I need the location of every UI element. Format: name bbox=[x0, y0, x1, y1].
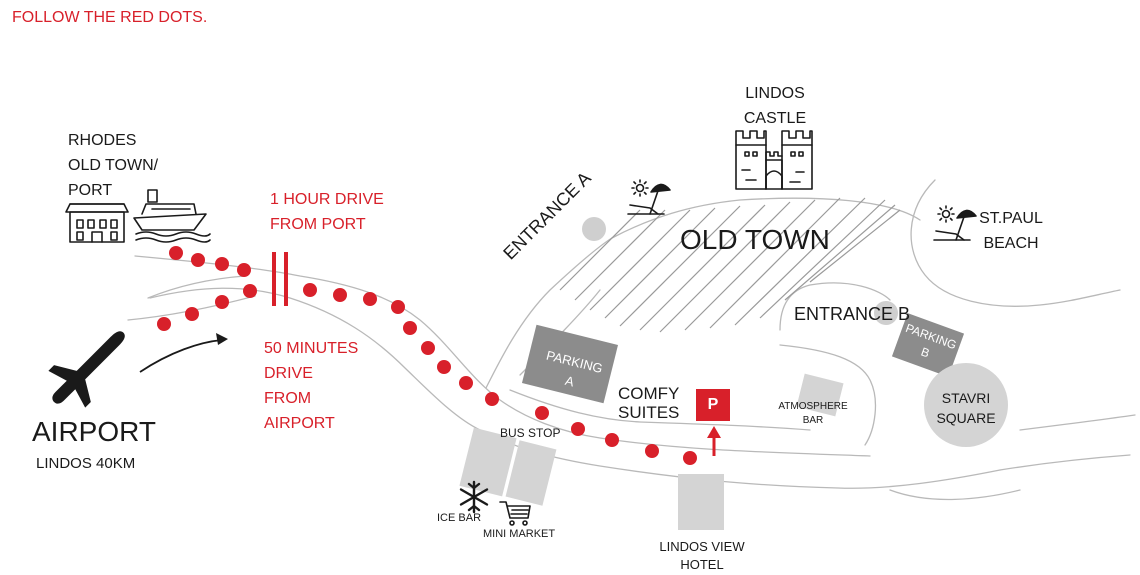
route-dot bbox=[459, 376, 473, 390]
road-east-2 bbox=[999, 454, 1131, 471]
airport-distance-label: LINDOS 40KM bbox=[36, 455, 136, 472]
lindos-view-block bbox=[678, 474, 724, 530]
route-dot bbox=[215, 257, 229, 271]
road-airport-upper bbox=[147, 275, 246, 299]
entrance-b-label[interactable]: ENTRANCE B bbox=[794, 304, 911, 324]
road-atmosphere bbox=[779, 344, 877, 446]
route-dot bbox=[185, 307, 199, 321]
castle-label: LINDOS CASTLE bbox=[743, 85, 807, 127]
entrance-a-marker[interactable] bbox=[582, 217, 606, 241]
old-town-label: OLD TOWN bbox=[680, 224, 830, 255]
parking-sign-bg[interactable] bbox=[696, 389, 730, 421]
rhodes-label: RHODES OLD TOWN/ PORT bbox=[68, 132, 159, 199]
route-dot bbox=[243, 284, 257, 298]
route-dot bbox=[421, 341, 435, 355]
route-dot bbox=[437, 360, 451, 374]
old-town-hatching bbox=[559, 197, 901, 333]
gray-blocks bbox=[459, 217, 1008, 530]
atmosphere-block bbox=[796, 373, 844, 417]
roads bbox=[127, 179, 1136, 501]
hotel-arrow-head bbox=[707, 426, 721, 438]
mini-market-label: MINI MARKET bbox=[483, 528, 556, 540]
ice-bar-label: ICE BAR bbox=[437, 512, 482, 524]
icons bbox=[65, 130, 977, 526]
comfy-suites-label: COMFY SUITES bbox=[618, 384, 680, 422]
entrance-b-marker[interactable] bbox=[874, 301, 898, 325]
cart-icon bbox=[499, 501, 531, 526]
route-dot bbox=[169, 246, 183, 260]
route-dot bbox=[215, 295, 229, 309]
route-dot bbox=[363, 292, 377, 306]
airport-arrow-head bbox=[216, 333, 228, 345]
parking-sign-label[interactable]: P bbox=[707, 396, 719, 413]
st-paul-beach-label: ST.PAUL BEACH bbox=[979, 210, 1043, 252]
beach-umbrella-icon-2 bbox=[933, 205, 977, 241]
road-st-paul bbox=[910, 179, 1121, 307]
route-markings bbox=[139, 252, 721, 456]
road-castle-loop bbox=[611, 197, 921, 239]
airport-label: AIRPORT bbox=[32, 416, 156, 447]
route-dot bbox=[645, 444, 659, 458]
bus-stop-label: BUS STOP bbox=[500, 426, 561, 440]
road-lindos-inner bbox=[509, 389, 811, 431]
route-dot bbox=[191, 253, 205, 267]
route-dot bbox=[535, 406, 549, 420]
ship-icon bbox=[133, 189, 211, 243]
parking-a-block[interactable] bbox=[521, 324, 619, 404]
route-dot bbox=[485, 392, 499, 406]
route-dot bbox=[683, 451, 697, 465]
building-icon bbox=[65, 203, 129, 243]
route-dot bbox=[571, 422, 585, 436]
route-dot bbox=[237, 263, 251, 277]
castle-icon bbox=[735, 130, 813, 190]
route-dots bbox=[157, 246, 697, 465]
road-port-upper bbox=[134, 255, 871, 457]
parking-b-block[interactable] bbox=[891, 313, 965, 377]
stavri-square-label[interactable]: STAVRI SQUARE bbox=[936, 390, 996, 426]
snowflake-icon bbox=[459, 480, 489, 514]
road-east-1 bbox=[1019, 414, 1136, 431]
lindos-view-hotel-label: LINDOS VIEW HOTEL bbox=[659, 539, 745, 572]
drive-from-airport-text: 50 MINUTES DRIVE FROM AIRPORT bbox=[264, 340, 359, 432]
beach-umbrella-icon bbox=[627, 179, 671, 215]
bus-stop-block-2 bbox=[505, 440, 557, 506]
road-east-3 bbox=[889, 489, 1021, 501]
atmosphere-bar-label: ATMOSPHERE BAR bbox=[778, 401, 848, 426]
road-old-town-east bbox=[779, 282, 891, 331]
route-dot bbox=[391, 300, 405, 314]
route-dot bbox=[303, 283, 317, 297]
drive-from-port-text: 1 HOUR DRIVE FROM PORT bbox=[270, 191, 384, 233]
route-dot bbox=[605, 433, 619, 447]
plane-icon bbox=[48, 331, 125, 408]
route-dot bbox=[333, 288, 347, 302]
stavri-square-circle[interactable] bbox=[924, 363, 1008, 447]
bus-stop-block-1 bbox=[459, 427, 517, 497]
route-dot bbox=[403, 321, 417, 335]
instruction-text: FOLLOW THE RED DOTS. bbox=[12, 9, 208, 26]
route-dot bbox=[157, 317, 171, 331]
airport-arrow bbox=[139, 339, 223, 373]
road-entrance-a bbox=[485, 235, 616, 389]
